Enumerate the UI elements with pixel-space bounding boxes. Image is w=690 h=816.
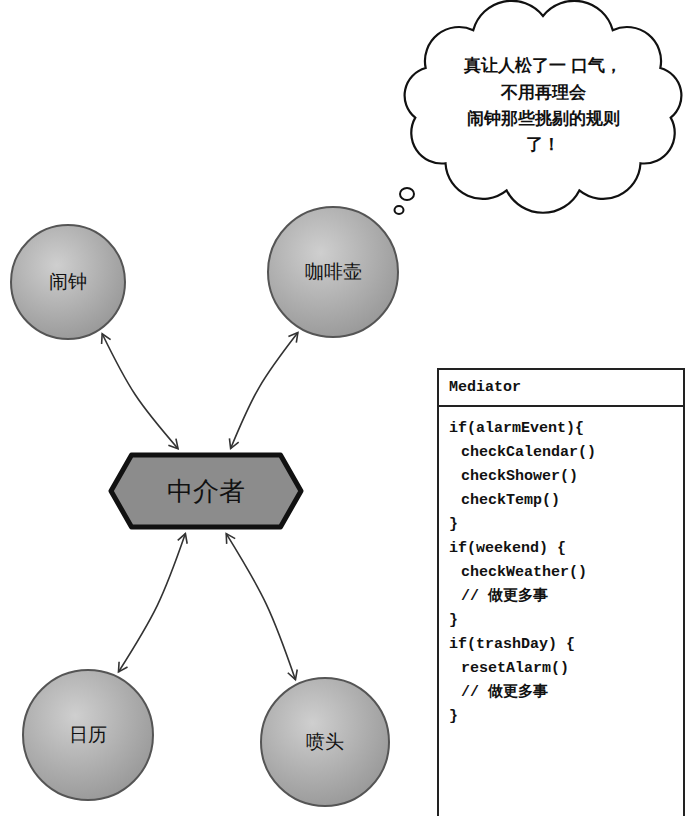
code-line: // 做更多事 [449,681,673,705]
double-arrow [102,334,178,449]
thought-text: 真让人松了一 口气，不用再理会 闹钟那些挑剔的规则 了！ [454,52,632,157]
node-label: 中介者 [167,474,245,509]
thought-dot [400,188,414,200]
box-body: if(alarmEvent){checkCalendar()checkShowe… [439,407,683,729]
hexagon-shape [111,455,301,527]
code-box: Mediatorif(alarmEvent){checkCalendar()ch… [437,368,685,816]
code-line: } [449,705,673,729]
colleague-circle: 日历 [22,669,154,801]
code-line: checkTemp() [449,489,673,513]
node-label: 闹钟 [49,269,87,295]
code-line: checkShower() [449,465,673,489]
code-line: checkCalendar() [449,441,673,465]
code-line: checkWeather() [449,561,673,585]
cloud-shape [405,1,682,213]
code-line: // 做更多事 [449,585,673,609]
colleague-circle: 喷头 [260,677,390,807]
node-label: 喷头 [306,729,344,755]
class-name: Mediator [449,379,673,396]
mediator-hexagon: 中介者 [108,452,304,530]
thought-dot [395,206,404,214]
cloud-outline [400,2,686,208]
colleague-circle: 闹钟 [10,224,126,340]
code-line: } [449,513,673,537]
colleague-circle: 咖啡壶 [267,206,399,338]
code-line: if(trashDay) { [449,633,673,657]
double-arrow [231,333,298,449]
node-label: 日历 [69,722,107,748]
thought-cloud: 真让人松了一 口气，不用再理会 闹钟那些挑剔的规则 了！ [400,2,686,208]
code-line: resetAlarm() [449,657,673,681]
code-line: if(weekend) { [449,537,673,561]
box-header: Mediator [439,370,683,407]
double-arrow [118,534,185,672]
code-line: if(alarmEvent){ [449,417,673,441]
node-label: 咖啡壶 [305,259,362,285]
double-arrow [226,534,295,680]
code-line: } [449,609,673,633]
